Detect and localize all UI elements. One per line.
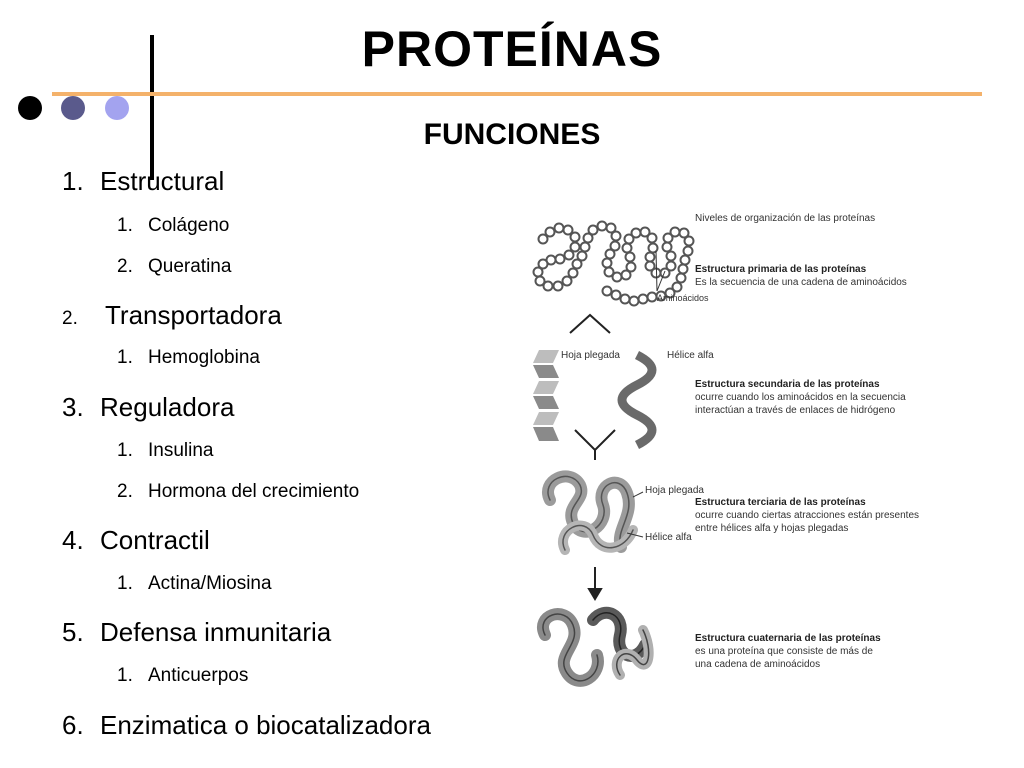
sublist-label: Colágeno [148, 215, 230, 236]
sublist-item: 1. Anticuerpos [117, 665, 248, 687]
list-number: 5. [62, 617, 84, 647]
sublist-number: 1. [117, 347, 133, 368]
sublist-number: 1. [117, 665, 133, 686]
list-item-reguladora: 3. Reguladora [62, 392, 234, 423]
tertiary-title: Estructura terciaria de las proteínas [695, 497, 866, 508]
quaternary-desc-line1: es una proteína que consiste de más de [695, 646, 873, 657]
list-label: Transportadora [105, 300, 282, 330]
list-item-defensa: 5. Defensa inmunitaria [62, 617, 331, 648]
list-label: Defensa inmunitaria [100, 617, 332, 647]
label-helice-alfa: Hélice alfa [667, 350, 714, 361]
label-hoja-plegada-tertiary: Hoja plegada [645, 485, 704, 496]
label-aminoacidos: Aminoácidos [657, 293, 709, 303]
list-item-estructural: 1. Estructural [62, 166, 224, 197]
sublist-item: 1. Insulina [117, 440, 214, 462]
list-item-contractil: 4. Contractil [62, 525, 210, 556]
list-number: 1. [62, 166, 84, 196]
quaternary-fold [537, 606, 654, 687]
sublist-number: 1. [117, 440, 133, 461]
list-label: Enzimatica o biocatalizadora [100, 710, 431, 740]
sublist-label: Actina/Miosina [148, 573, 272, 594]
list-label: Reguladora [100, 392, 235, 422]
pleated-sheet [533, 350, 559, 441]
label-hoja-plegada: Hoja plegada [561, 350, 620, 361]
slide-subtitle: FUNCIONES [423, 118, 601, 151]
secondary-title: Estructura secundaria de las proteínas [695, 379, 880, 390]
sublist-number: 2. [117, 256, 133, 277]
sublist-label: Hormona del crecimiento [148, 481, 360, 502]
secondary-desc-line1: ocurre cuando los aminoácidos en la secu… [695, 392, 906, 403]
sublist-label: Hemoglobina [148, 347, 260, 368]
sublist-number: 2. [117, 481, 133, 502]
primary-desc: Es la secuencia de una cadena de aminoác… [695, 277, 907, 288]
decorative-dot-slate [61, 96, 85, 120]
sublist-item: 1. Colágeno [117, 215, 229, 237]
list-number: 3. [62, 392, 84, 422]
sublist-item: 2. Queratina [117, 256, 231, 278]
decorative-dot-lavender [105, 96, 129, 120]
sublist-number: 1. [117, 215, 133, 236]
sublist-label: Insulina [148, 440, 214, 461]
sublist-item: 2. Hormona del crecimiento [117, 481, 359, 503]
quaternary-desc-line2: una cadena de aminoácidos [695, 659, 821, 670]
decorative-accent-line [52, 92, 982, 96]
tertiary-desc-line1: ocurre cuando ciertas atracciones están … [695, 510, 920, 521]
primary-title: Estructura primaria de las proteínas [695, 264, 867, 275]
list-item-transportadora: 2. Transportadora [62, 300, 282, 331]
figure-header: Niveles de organización de las proteínas [695, 213, 876, 224]
list-number: 2. [62, 308, 78, 329]
protein-levels-figure: Niveles de organización de las proteínas… [525, 205, 985, 700]
sublist-number: 1. [117, 573, 133, 594]
primary-structure-chain [532, 220, 695, 307]
list-label: Estructural [100, 166, 225, 196]
protein-levels-illustration [532, 220, 695, 687]
sublist-item: 1. Hemoglobina [117, 347, 260, 369]
label-helice-alfa-tertiary: Hélice alfa [645, 532, 692, 543]
decorative-vertical-line [150, 35, 154, 180]
sublist-label: Anticuerpos [148, 665, 249, 686]
slide-title: PROTEÍNAS [361, 21, 663, 77]
tertiary-desc-line2: entre hélices alfa y hojas plegadas [695, 523, 849, 534]
alpha-helix [617, 350, 657, 450]
list-number: 6. [62, 710, 84, 740]
secondary-desc-line2: interactúan a través de enlaces de hidró… [695, 405, 896, 416]
list-label: Contractil [100, 525, 210, 555]
tertiary-fold [542, 470, 638, 555]
sublist-item: 1. Actina/Miosina [117, 573, 272, 595]
quaternary-title: Estructura cuaternaria de las proteínas [695, 633, 881, 644]
sublist-label: Queratina [148, 256, 232, 277]
list-item-enzimatica: 6. Enzimatica o biocatalizadora [62, 710, 431, 741]
decorative-dot-black [18, 96, 42, 120]
list-number: 4. [62, 525, 84, 555]
